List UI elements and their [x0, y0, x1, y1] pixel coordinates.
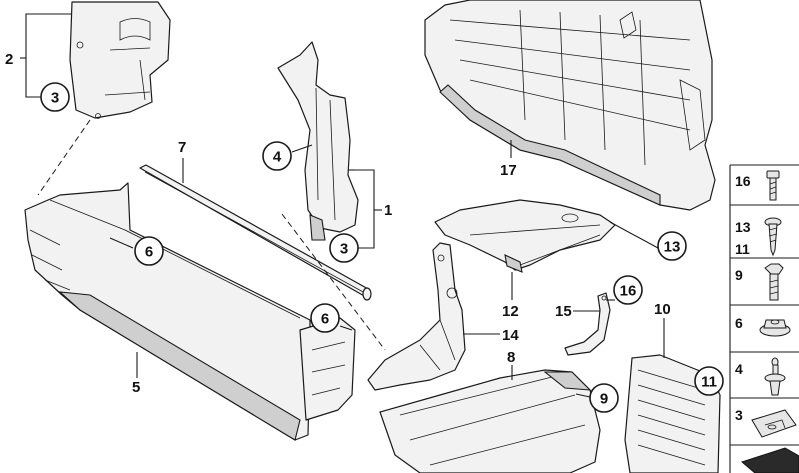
callout-16: 16 [613, 275, 643, 305]
legend-label-13: 13 [735, 219, 751, 235]
assembly-line-1 [37, 119, 91, 196]
callout-label-14: 14 [502, 327, 519, 344]
callout-label-15: 15 [555, 303, 572, 320]
legend-label-16: 16 [735, 173, 751, 189]
leader-lines [20, 13, 665, 398]
legend-label-6: 6 [735, 315, 743, 331]
screw-icon [764, 217, 782, 257]
legend-label-3: 3 [735, 407, 743, 423]
callout-label-17: 17 [500, 162, 517, 179]
callout-label-1: 1 [384, 202, 392, 219]
callout-6-left: 6 [134, 236, 164, 266]
clip-icon [740, 447, 799, 473]
callout-11: 11 [694, 366, 724, 396]
callout-9: 9 [589, 383, 619, 413]
legend-label-9: 9 [735, 267, 743, 283]
assembly-line-2 [281, 213, 386, 351]
seal-strip [139, 164, 372, 301]
fastener-legend: 16 13 11 9 6 4 3 [729, 164, 799, 473]
callout-label-3: 3 [51, 90, 59, 107]
collar-nut-icon [759, 319, 791, 337]
clip-nut-icon [751, 409, 797, 438]
support-bracket [367, 242, 466, 391]
callout-4: 4 [262, 141, 292, 171]
expansion-rivet-icon [764, 357, 786, 396]
callout-13: 13 [657, 231, 687, 261]
bolt-icon [766, 170, 780, 201]
callout-3-upper: 3 [40, 82, 70, 112]
legend-label-11: 11 [735, 241, 750, 257]
callout-label-3: 3 [340, 241, 348, 258]
callout-label-5: 5 [132, 379, 140, 396]
air-duct-center [277, 41, 359, 241]
callout-label-2: 2 [5, 51, 13, 68]
callout-label-11: 11 [701, 374, 717, 391]
air-duct-lower-center [379, 369, 601, 473]
callout-label-4: 4 [273, 149, 282, 166]
callout-label-8: 8 [507, 349, 515, 366]
callout-label-7: 7 [178, 139, 186, 156]
air-duct-upper-left [69, 1, 171, 119]
callout-label-6: 6 [145, 244, 153, 261]
hex-bolt-icon [764, 263, 784, 301]
callout-3-center: 3 [329, 233, 359, 263]
callout-label-13: 13 [664, 239, 681, 256]
legend-label-4: 4 [735, 361, 743, 377]
air-duct-lower-left [24, 182, 356, 441]
callout-6-right: 6 [310, 303, 340, 333]
callout-label-16: 16 [620, 283, 637, 300]
small-bracket [564, 292, 611, 356]
callout-label-6: 6 [321, 311, 329, 328]
callout-label-12: 12 [502, 303, 519, 320]
crossmember-bracket [434, 199, 616, 273]
callout-label-10: 10 [654, 301, 671, 318]
radiator-grille-frame [424, 0, 716, 211]
callout-label-9: 9 [600, 391, 608, 408]
